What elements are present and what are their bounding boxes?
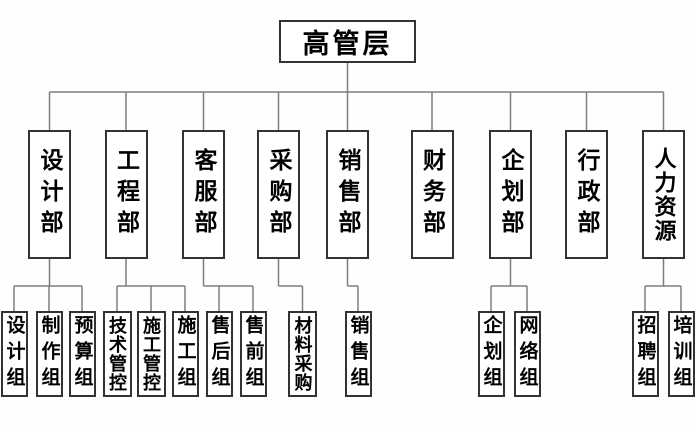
org-node-label: 销售部 (335, 148, 361, 241)
org-node-label: 售前组 (242, 315, 264, 393)
org-node-design-group: 设计组 (0, 311, 28, 397)
org-node-label: 客服部 (191, 148, 217, 241)
org-node-material-procurement: 材料采购 (288, 311, 317, 397)
org-node-training-group: 培训组 (667, 311, 695, 397)
org-node-customer-service: 客服部 (182, 130, 225, 259)
org-node-budget-group: 预算组 (68, 311, 96, 397)
org-node-label: 材料采购 (292, 316, 313, 392)
org-node-label: 采购部 (266, 148, 292, 241)
org-node-finance: 财务部 (410, 130, 454, 259)
org-node-production-group: 制作组 (35, 311, 63, 397)
org-node-sales-group: 销售组 (344, 311, 372, 397)
org-node-label: 企划部 (498, 148, 524, 241)
org-node-label: 施工组 (174, 315, 196, 393)
org-node-label: 人力资源 (651, 146, 677, 243)
org-node-engineering: 工程部 (104, 130, 148, 259)
org-node-label: 企划组 (480, 315, 502, 393)
org-node-procurement: 采购部 (257, 130, 300, 259)
org-node-human-resources: 人力资源 (642, 130, 685, 259)
org-node-sales: 销售部 (326, 130, 369, 259)
org-node-label: 行政部 (574, 148, 600, 241)
org-node-label: 招聘组 (634, 315, 656, 393)
org-node-design: 设计部 (28, 130, 71, 259)
org-node-network-group: 网络组 (513, 311, 541, 397)
org-node-label: 销售组 (347, 315, 369, 393)
org-node-after-sales-group: 售后组 (205, 311, 233, 397)
org-node-label: 培训组 (670, 315, 692, 393)
org-node-label: 财务部 (419, 148, 446, 241)
org-node-executive: 高管层 (279, 20, 416, 63)
org-node-label: 技术管控 (107, 316, 127, 392)
org-node-label: 高管层 (302, 29, 393, 59)
org-node-planning: 企划部 (489, 130, 532, 259)
org-node-label: 售后组 (208, 315, 230, 393)
org-node-label: 网络组 (516, 315, 538, 393)
org-node-label: 预算组 (71, 315, 93, 393)
org-node-label: 设计组 (3, 315, 25, 393)
org-node-pre-sales-group: 售前组 (239, 311, 267, 397)
org-node-construction-control: 施工管控 (136, 311, 166, 397)
org-node-construction-group: 施工组 (171, 311, 199, 397)
org-node-recruitment-group: 招聘组 (631, 311, 659, 397)
org-node-planning-group: 企划组 (477, 311, 505, 397)
org-node-administration: 行政部 (565, 130, 608, 259)
org-node-label: 工程部 (113, 148, 140, 241)
org-node-tech-control: 技术管控 (102, 311, 132, 397)
org-node-label: 制作组 (38, 315, 60, 393)
org-node-label: 设计部 (37, 148, 63, 241)
org-node-label: 施工管控 (141, 316, 161, 392)
